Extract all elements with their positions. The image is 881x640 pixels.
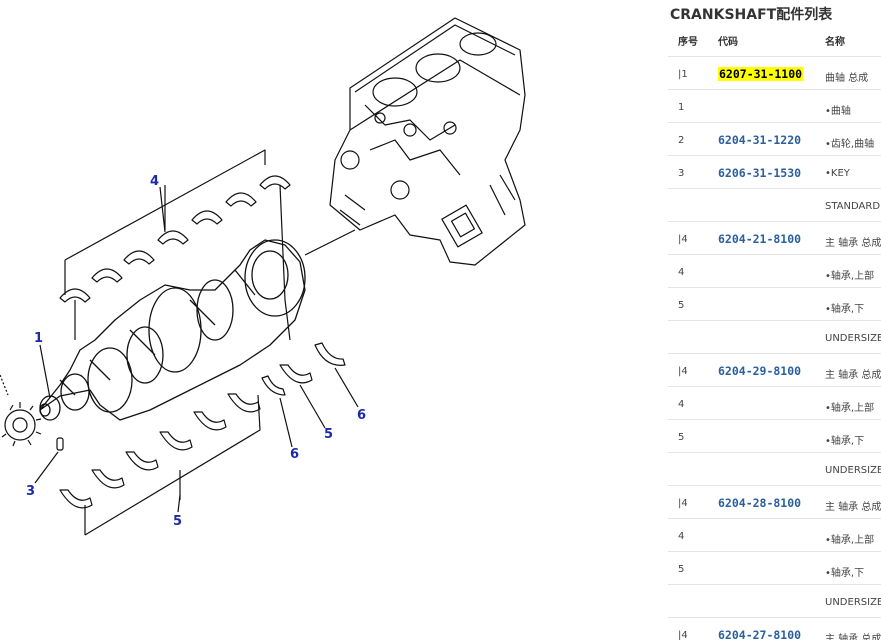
parts-table: 序号 代码 名称 |1 6207-31-1100 曲轴 总成 1 •曲轴 2 6204-31… (668, 22, 881, 640)
part-name: 主 轴承 总成 (825, 502, 881, 513)
row-number: |4 (678, 498, 688, 509)
header-name: 名称 (825, 37, 845, 48)
row-number: 4 (678, 531, 685, 542)
part-name: 主 轴承 总成 (825, 238, 881, 249)
part-code-link[interactable]: 6204-28-8100 (718, 496, 802, 510)
callout-6-left[interactable]: 6 (290, 447, 299, 462)
row-number: 1 (678, 102, 685, 113)
part-name: •轴承,上部 (825, 271, 875, 282)
table-row[interactable]: STANDARD (668, 188, 881, 221)
header-code: 代码 (718, 37, 738, 48)
lower-bearing-shells (59, 393, 261, 509)
part-name: •曲轴 (825, 106, 851, 117)
row-number: |4 (678, 366, 688, 377)
table-row[interactable]: |1 6207-31-1100 曲轴 总成 (668, 56, 881, 89)
callout-5-right[interactable]: 5 (324, 427, 333, 442)
part-name: UNDERSIZE (825, 597, 881, 608)
row-number: 3 (678, 168, 685, 179)
table-row[interactable]: 5 •轴承,下 (668, 419, 881, 452)
row-number: 5 (678, 300, 685, 311)
part-name: •轴承,下 (825, 304, 865, 315)
callout-1[interactable]: 1 (34, 331, 43, 346)
row-number: 4 (678, 267, 685, 278)
row-number: |1 (678, 69, 688, 80)
part-name: •轴承,下 (825, 568, 865, 579)
table-body: |1 6207-31-1100 曲轴 总成 1 •曲轴 2 6204-31-1220 •齿轮,… (668, 56, 881, 640)
parts-diagram: 4 1 3 5 6 5 6 (0, 17, 526, 536)
engine-block (329, 17, 526, 266)
crankshaft-exploded-view: 4 1 3 5 6 5 6 (0, 17, 526, 536)
part-code-link[interactable]: 6204-31-1220 (718, 133, 802, 147)
table-row[interactable]: 3 6206-31-1530 •KEY (668, 155, 881, 188)
crank-gear (1, 402, 42, 447)
table-row[interactable]: 4 •轴承,上部 (668, 518, 881, 551)
table-row[interactable]: |4 6204-28-8100 主 轴承 总成 (668, 485, 881, 518)
part-name: 曲轴 总成 (825, 73, 869, 84)
table-row[interactable]: 5 •轴承,下 (668, 551, 881, 584)
table-row[interactable]: 2 6204-31-1220 •齿轮,曲轴 (668, 122, 881, 155)
table-header: 序号 代码 名称 (668, 22, 881, 56)
panel-title: CRANKSHAFT配件列表 (670, 7, 833, 23)
part-name: 主 轴承 总成 (825, 634, 881, 640)
part-code-link[interactable]: 6204-29-8100 (718, 364, 802, 378)
part-name: UNDERSIZE (825, 333, 881, 344)
table-row[interactable]: 4 •轴承,上部 (668, 254, 881, 287)
part-name: STANDARD (825, 201, 881, 212)
row-number: |4 (678, 234, 688, 245)
part-code-link[interactable]: 6204-21-8100 (718, 232, 802, 246)
callout-3[interactable]: 3 (26, 484, 35, 499)
part-name: •轴承,上部 (825, 403, 875, 414)
table-row[interactable]: |4 6204-29-8100 主 轴承 总成 (668, 353, 881, 386)
table-row[interactable]: UNDERSIZE (668, 452, 881, 485)
row-number: 4 (678, 399, 685, 410)
table-row[interactable]: UNDERSIZE (668, 320, 881, 353)
part-name: •轴承,上部 (825, 535, 875, 546)
crankshaft (39, 239, 306, 421)
crank-key (56, 437, 64, 451)
upper-bearing-shells (59, 175, 291, 303)
row-number: 5 (678, 432, 685, 443)
part-name: •轴承,下 (825, 436, 865, 447)
part-code-link[interactable]: 6204-27-8100 (718, 628, 802, 640)
callout-4[interactable]: 4 (150, 174, 159, 189)
part-code-link[interactable]: 6206-31-1530 (718, 166, 802, 180)
row-number: |4 (678, 630, 688, 640)
part-name: 主 轴承 总成 (825, 370, 881, 381)
table-row[interactable]: 4 •轴承,上部 (668, 386, 881, 419)
header-no: 序号 (678, 37, 698, 48)
part-name: UNDERSIZE (825, 465, 881, 476)
row-number: 2 (678, 135, 685, 146)
table-row[interactable]: |4 6204-21-8100 主 轴承 总成 (668, 221, 881, 254)
part-code-link[interactable]: 6207-31-1100 (718, 67, 804, 81)
part-name: •KEY (825, 168, 850, 179)
callout-6-right[interactable]: 6 (357, 408, 366, 423)
upper-bearing-group (64, 149, 291, 341)
table-row[interactable]: 1 •曲轴 (668, 89, 881, 122)
callout-5-lower[interactable]: 5 (173, 514, 182, 529)
table-row[interactable]: 5 •轴承,下 (668, 287, 881, 320)
table-row[interactable]: |4 6204-27-8100 主 轴承 总成 (668, 617, 881, 640)
part-name: •齿轮,曲轴 (825, 139, 875, 150)
parts-list-panel: CRANKSHAFT配件列表 序号 代码 名称 |1 6207-31-1100 曲轴… (668, 0, 881, 640)
table-row[interactable]: UNDERSIZE (668, 584, 881, 617)
row-number: 5 (678, 564, 685, 575)
